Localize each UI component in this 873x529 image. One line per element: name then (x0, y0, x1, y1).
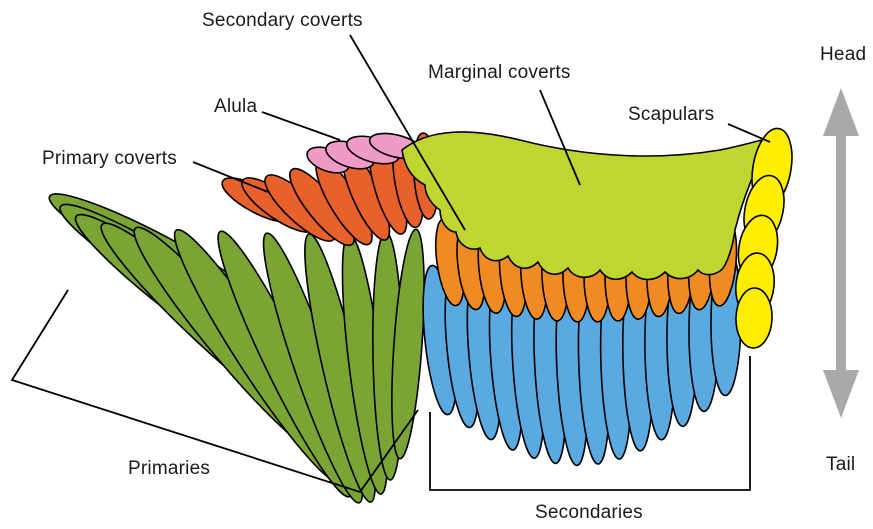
primary-coverts-label: Primary coverts (42, 148, 177, 170)
alula-label: Alula (214, 96, 257, 118)
head-label: Head (820, 44, 866, 66)
tail-label: Tail (826, 454, 855, 476)
secondaries-label: Secondaries (535, 502, 643, 524)
alula-leader (262, 112, 340, 140)
scapulars-label: Scapulars (628, 104, 714, 126)
marginal-coverts-label: Marginal coverts (428, 62, 571, 84)
scapulars-leader (728, 124, 770, 142)
primaries-label: Primaries (128, 458, 210, 480)
head-tail-arrow-icon (823, 88, 859, 418)
secondary-coverts-label: Secondary coverts (202, 10, 363, 32)
